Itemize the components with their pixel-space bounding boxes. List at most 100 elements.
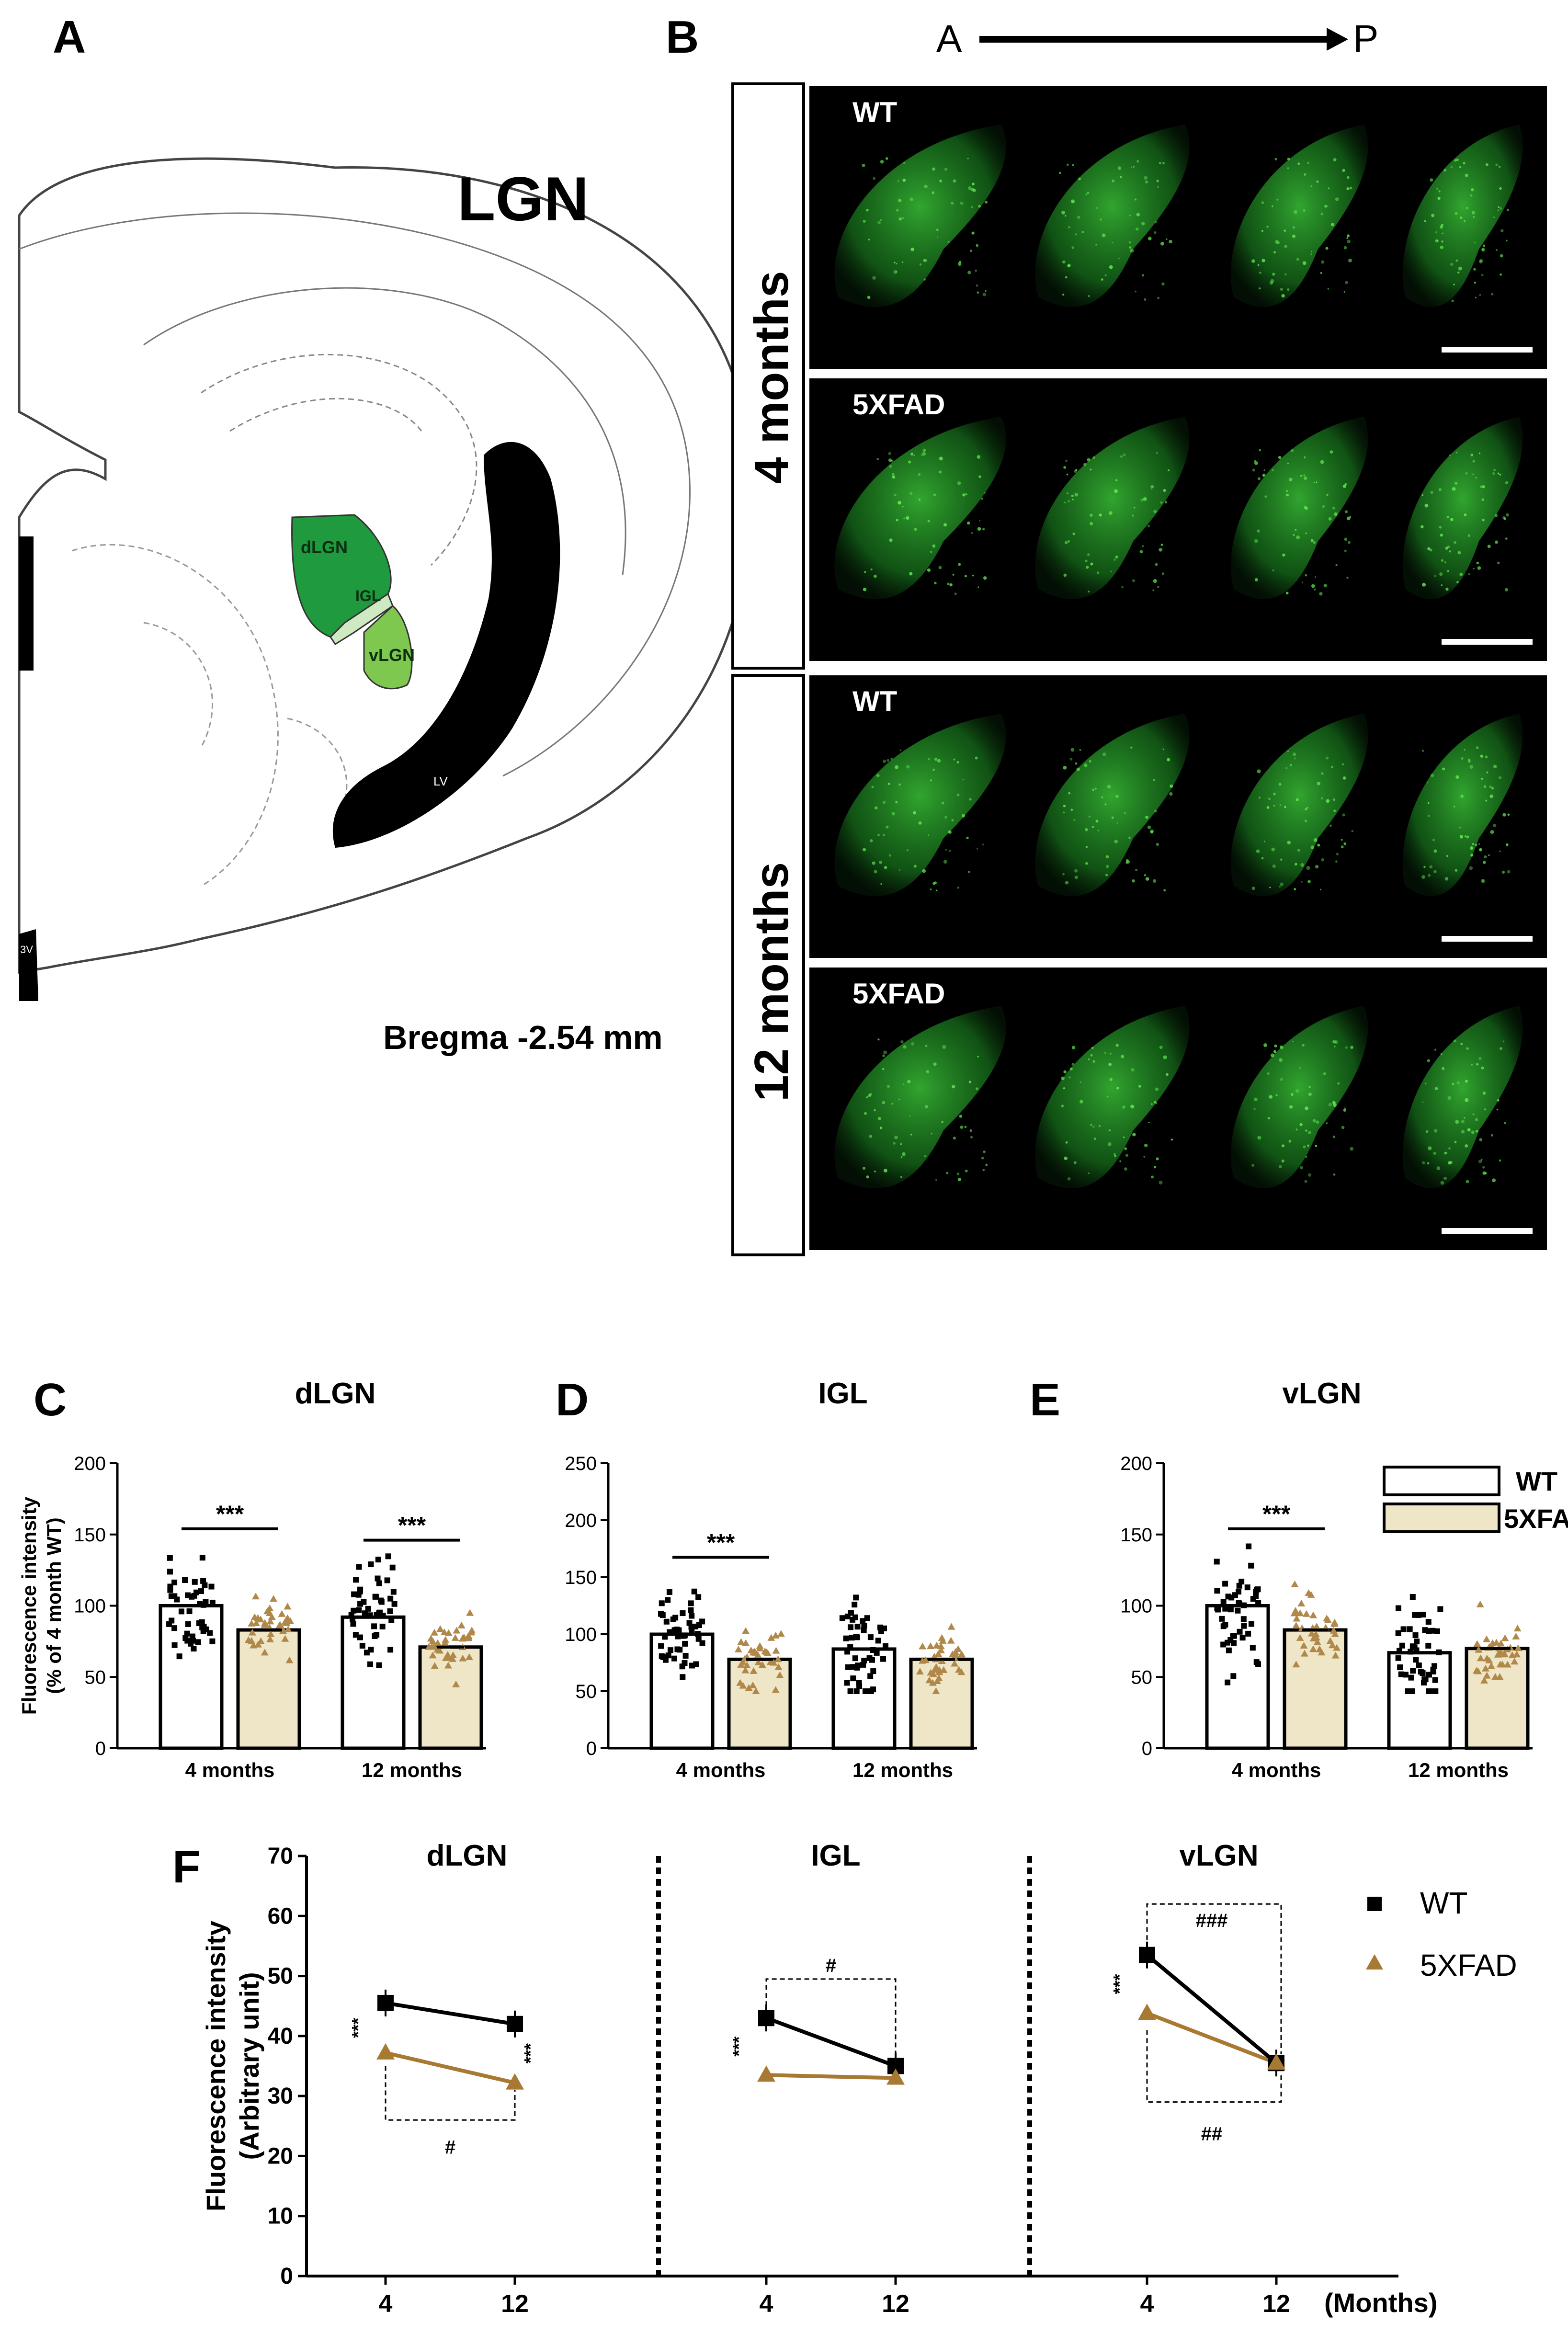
fluorescence-speckle	[1124, 812, 1126, 814]
fluorescence-speckle	[1506, 843, 1509, 846]
fluorescence-speckle	[1139, 550, 1143, 554]
y-tick-label: 40	[268, 2024, 293, 2049]
fluorescence-speckle	[1473, 268, 1476, 271]
data-point-5xfad	[1511, 1658, 1519, 1665]
data-point-5xfad	[449, 1651, 457, 1658]
data-point-5xfad	[772, 1647, 780, 1654]
data-point-5xfad	[1323, 1615, 1331, 1622]
x-tick-label: 4	[379, 2290, 393, 2318]
data-point-wt	[1408, 1674, 1414, 1681]
data-point-wt	[387, 1595, 394, 1602]
fluorescence-speckle	[872, 861, 875, 865]
fluorescence-speckle	[1503, 517, 1506, 520]
fluorescence-speckle	[1112, 179, 1115, 182]
fluorescence-speckle	[882, 1054, 885, 1058]
fluorescence-speckle	[1280, 287, 1284, 291]
fluorescence-speckle	[1071, 1046, 1076, 1049]
fluorescence-speckle	[1273, 805, 1275, 807]
fluorescence-speckle	[1269, 281, 1273, 285]
data-point-wt	[844, 1613, 851, 1619]
fluorescence-speckle	[1465, 173, 1468, 177]
bregma-label: Bregma -2.54 mm	[383, 1019, 663, 1056]
fluorescence-speckle	[1095, 244, 1097, 246]
fluorescence-speckle	[971, 532, 973, 535]
data-point-wt	[1395, 1605, 1401, 1611]
fluorescence-speckle	[903, 162, 906, 164]
fluorescence-speckle	[1281, 294, 1285, 298]
fluorescence-speckle	[1344, 549, 1347, 552]
data-point-5xfad	[285, 1656, 294, 1663]
data-point-wt	[839, 1615, 845, 1621]
fluorescence-speckle	[964, 1126, 967, 1128]
significance-mark-genotype: ***	[1110, 1974, 1129, 1994]
fluorescence-speckle	[913, 454, 915, 456]
fluorescence-speckle	[1257, 1136, 1260, 1139]
fluorescence-speckle	[1075, 233, 1077, 235]
fluorescence-speckle	[962, 779, 964, 781]
3v-label: 3V	[20, 944, 33, 956]
data-point-wt	[1426, 1628, 1432, 1634]
data-point-5xfad	[261, 1621, 269, 1628]
data-point-wt	[359, 1642, 365, 1649]
fluorescence-speckle	[1427, 815, 1430, 817]
fluorescence-speckle	[863, 1167, 866, 1170]
fluorescence-speckle	[1492, 1178, 1496, 1183]
fluorescence-speckle	[1316, 481, 1318, 483]
fluorescence-speckle	[1303, 476, 1307, 480]
lgn-section-tissue	[834, 417, 1006, 599]
data-point-5xfad	[736, 1679, 744, 1686]
fluorescence-speckle	[1261, 857, 1264, 860]
data-point-wt	[169, 1617, 175, 1624]
fluorescence-speckle	[1112, 241, 1114, 244]
fluorescence-speckle	[1272, 273, 1275, 276]
fluorescence-speckle	[958, 563, 961, 566]
fluorescence-speckle	[884, 866, 887, 869]
fluorescence-speckle	[1313, 838, 1318, 842]
fluorescence-speckle	[1160, 543, 1163, 546]
data-point-wt	[1420, 1679, 1427, 1685]
fluorescence-speckle	[1453, 806, 1455, 808]
data-point-5xfad	[442, 1636, 450, 1643]
lgn-section	[1035, 1006, 1190, 1188]
series-line-wt	[765, 2016, 897, 2068]
data-point-wt	[387, 1647, 394, 1653]
fluorescence-speckle	[898, 180, 899, 182]
data-point-5xfad	[451, 1634, 459, 1641]
fluorescence-speckle	[968, 1081, 971, 1083]
lgn-section-tissue	[1035, 714, 1190, 896]
fluorescence-speckle	[1427, 1162, 1430, 1164]
data-point-wt	[1235, 1607, 1241, 1614]
fluorescence-speckle	[1486, 771, 1488, 774]
fluorescence-speckle	[1302, 261, 1307, 265]
fluorescence-speckle	[1346, 234, 1350, 238]
data-point-5xfad	[937, 1646, 945, 1653]
fluorescence-speckle	[866, 208, 869, 212]
data-point-wt	[189, 1633, 195, 1639]
fluorescence-speckle	[1287, 158, 1290, 161]
fluorescence-speckle	[1444, 877, 1449, 881]
fluorescence-speckle	[1061, 210, 1065, 215]
panel-label-d: D	[556, 1374, 589, 1425]
fluorescence-speckle	[977, 455, 981, 459]
fluorescence-speckle	[1475, 1129, 1478, 1133]
lgn-section	[1230, 125, 1368, 307]
data-point-wt	[193, 1589, 199, 1595]
fluorescence-speckle	[1421, 750, 1424, 752]
data-point-wt	[1231, 1640, 1237, 1646]
fluorescence-speckle	[1162, 162, 1165, 165]
fluorescence-speckle	[1287, 841, 1291, 844]
marker-5xfad	[1267, 2053, 1285, 2070]
fluorescence-speckle	[1464, 513, 1467, 516]
fluorescence-speckle	[1335, 197, 1339, 201]
fluorescence-speckle	[1289, 478, 1293, 481]
fluorescence-speckle	[918, 821, 922, 825]
fluorescence-speckle	[1427, 782, 1429, 784]
data-point-5xfad	[428, 1643, 436, 1650]
x-tick-label: 12	[501, 2290, 529, 2318]
fluorescence-speckle	[1090, 513, 1093, 517]
fluorescence-speckle	[972, 182, 975, 185]
data-point-5xfad	[737, 1638, 745, 1645]
fluorescence-speckle	[874, 870, 877, 874]
fluorescence-speckle	[1118, 257, 1120, 260]
